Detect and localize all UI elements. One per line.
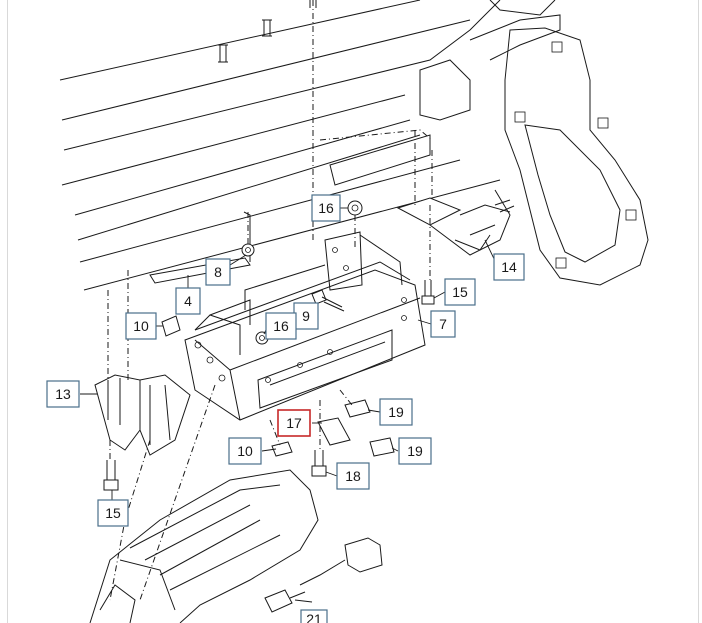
cross-member-beam — [59, 0, 561, 291]
callout-7[interactable]: 7 — [430, 310, 456, 338]
callout-label: 7 — [439, 316, 447, 332]
callout-10-lower[interactable]: 10 — [228, 437, 262, 465]
callout-label: 14 — [501, 259, 517, 275]
callout-4[interactable]: 4 — [175, 287, 201, 315]
callout-label: 21 — [306, 611, 322, 623]
callout-21[interactable]: 21 — [300, 609, 328, 623]
callout-13[interactable]: 13 — [46, 380, 80, 408]
callout-label: 13 — [55, 386, 71, 402]
callout-9[interactable]: 9 — [293, 302, 319, 330]
side-mounting-bracket — [504, 27, 649, 286]
callout-label: 15 — [452, 284, 468, 300]
callout-label: 15 — [105, 505, 121, 521]
callout-18[interactable]: 18 — [336, 462, 370, 490]
callout-15-lower[interactable]: 15 — [97, 499, 129, 527]
duct-housing — [89, 469, 319, 623]
callout-14[interactable]: 14 — [493, 253, 525, 281]
radio-mounting-frame — [184, 231, 426, 421]
callout-17[interactable]: 17 — [277, 409, 311, 437]
viewer-left-border — [7, 0, 8, 623]
left-mounting-bracket — [94, 374, 191, 456]
callout-label: 16 — [273, 318, 289, 334]
callout-label: 16 — [318, 200, 334, 216]
connector-harness — [264, 537, 383, 613]
callout-label: 10 — [133, 318, 149, 334]
callout-10-upper[interactable]: 10 — [125, 312, 157, 340]
callout-label: 18 — [345, 468, 361, 484]
callout-label: 4 — [184, 293, 192, 309]
callout-19-upper[interactable]: 19 — [379, 398, 413, 426]
fasteners — [103, 200, 435, 491]
callout-label: 17 — [286, 415, 302, 431]
callout-label: 8 — [214, 264, 222, 280]
support-strip — [149, 211, 251, 284]
callout-label: 10 — [237, 443, 253, 459]
beam-studs — [218, 0, 317, 63]
right-clip-bracket — [396, 189, 515, 256]
callout-8[interactable]: 8 — [205, 258, 231, 286]
callout-label: 19 — [388, 404, 404, 420]
viewer-right-border — [698, 0, 699, 623]
callout-19-lower[interactable]: 19 — [398, 437, 432, 465]
callout-16-upper[interactable]: 16 — [311, 194, 341, 222]
callout-label: 19 — [407, 443, 423, 459]
callout-16-lower[interactable]: 16 — [265, 312, 297, 340]
callout-label: 9 — [302, 308, 310, 324]
callout-15-upper[interactable]: 15 — [444, 278, 476, 306]
